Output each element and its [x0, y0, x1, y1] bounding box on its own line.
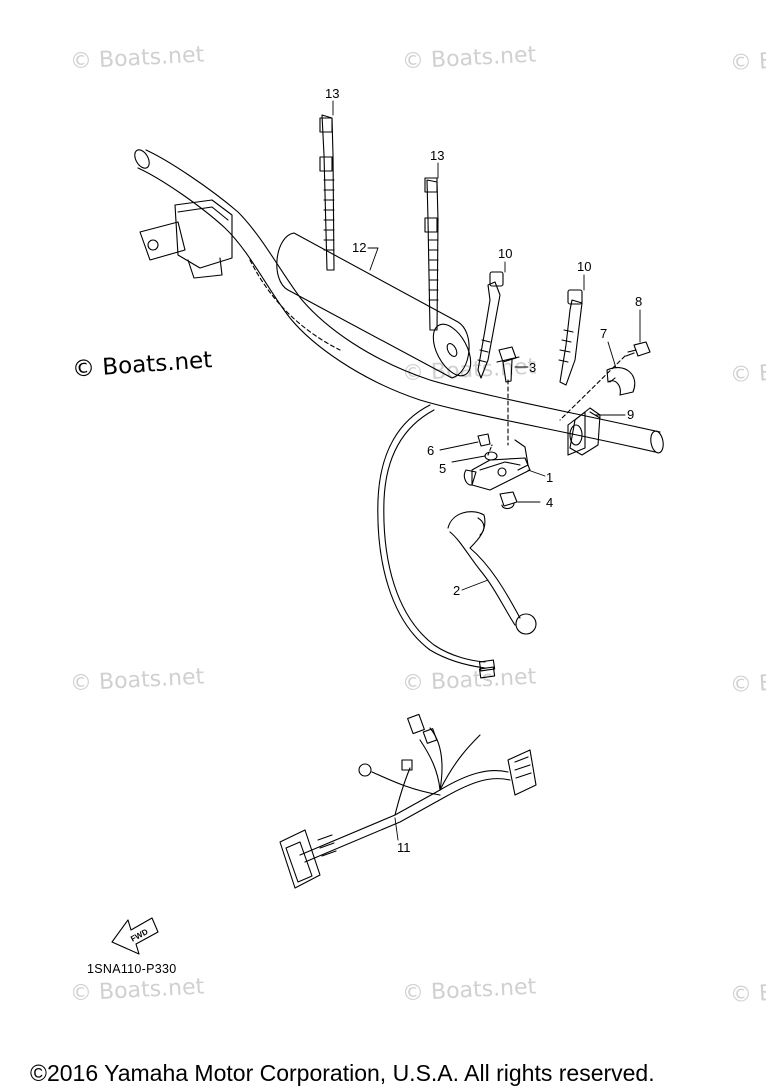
bolt-small: [477, 433, 491, 447]
copyright-notice: ©2016 Yamaha Motor Corporation, U.S.A. A…: [30, 1060, 655, 1086]
handlebar-pad: [276, 232, 472, 379]
callout-3: 3: [529, 360, 536, 375]
handlebar-clamp: [139, 199, 233, 279]
callout-10: 10: [498, 246, 512, 261]
pad-strap: [319, 114, 335, 271]
lever-holder: [463, 439, 531, 491]
cable-tie: [558, 289, 583, 386]
callout-11: 11: [397, 840, 411, 855]
nut: [499, 491, 518, 510]
cable-tie: [477, 271, 504, 379]
handlebar: [134, 149, 664, 454]
screw: [559, 341, 651, 421]
collar: [484, 451, 498, 461]
pad-strap: [424, 177, 439, 331]
callout-4: 4: [546, 495, 553, 510]
callout-numbers: 13 13 12 10 10 8 7 3 9 6 5 1 4 2 11 FWD: [129, 86, 642, 944]
switch-holder: [606, 367, 636, 396]
callout-6: 6: [427, 443, 434, 458]
clutch-lever: [447, 511, 537, 635]
callout-13: 13: [430, 148, 444, 163]
callout-13: 13: [325, 86, 339, 101]
wire-harness: [279, 713, 537, 889]
engine-stop-switch: [567, 407, 601, 456]
diagram-code: 1SNA110-P330: [87, 962, 177, 976]
callout-7: 7: [600, 326, 607, 341]
callout-5: 5: [439, 461, 446, 476]
callout-12: 12: [352, 240, 366, 255]
callout-10: 10: [577, 259, 591, 274]
fwd-arrow-icon: [111, 917, 159, 955]
callout-1: 1: [546, 470, 553, 485]
callout-8: 8: [635, 294, 642, 309]
callout-2: 2: [453, 583, 460, 598]
callout-leaders: [332, 100, 641, 841]
callout-9: 9: [627, 407, 634, 422]
switch-cable: [377, 404, 496, 679]
bolt: [496, 346, 520, 446]
